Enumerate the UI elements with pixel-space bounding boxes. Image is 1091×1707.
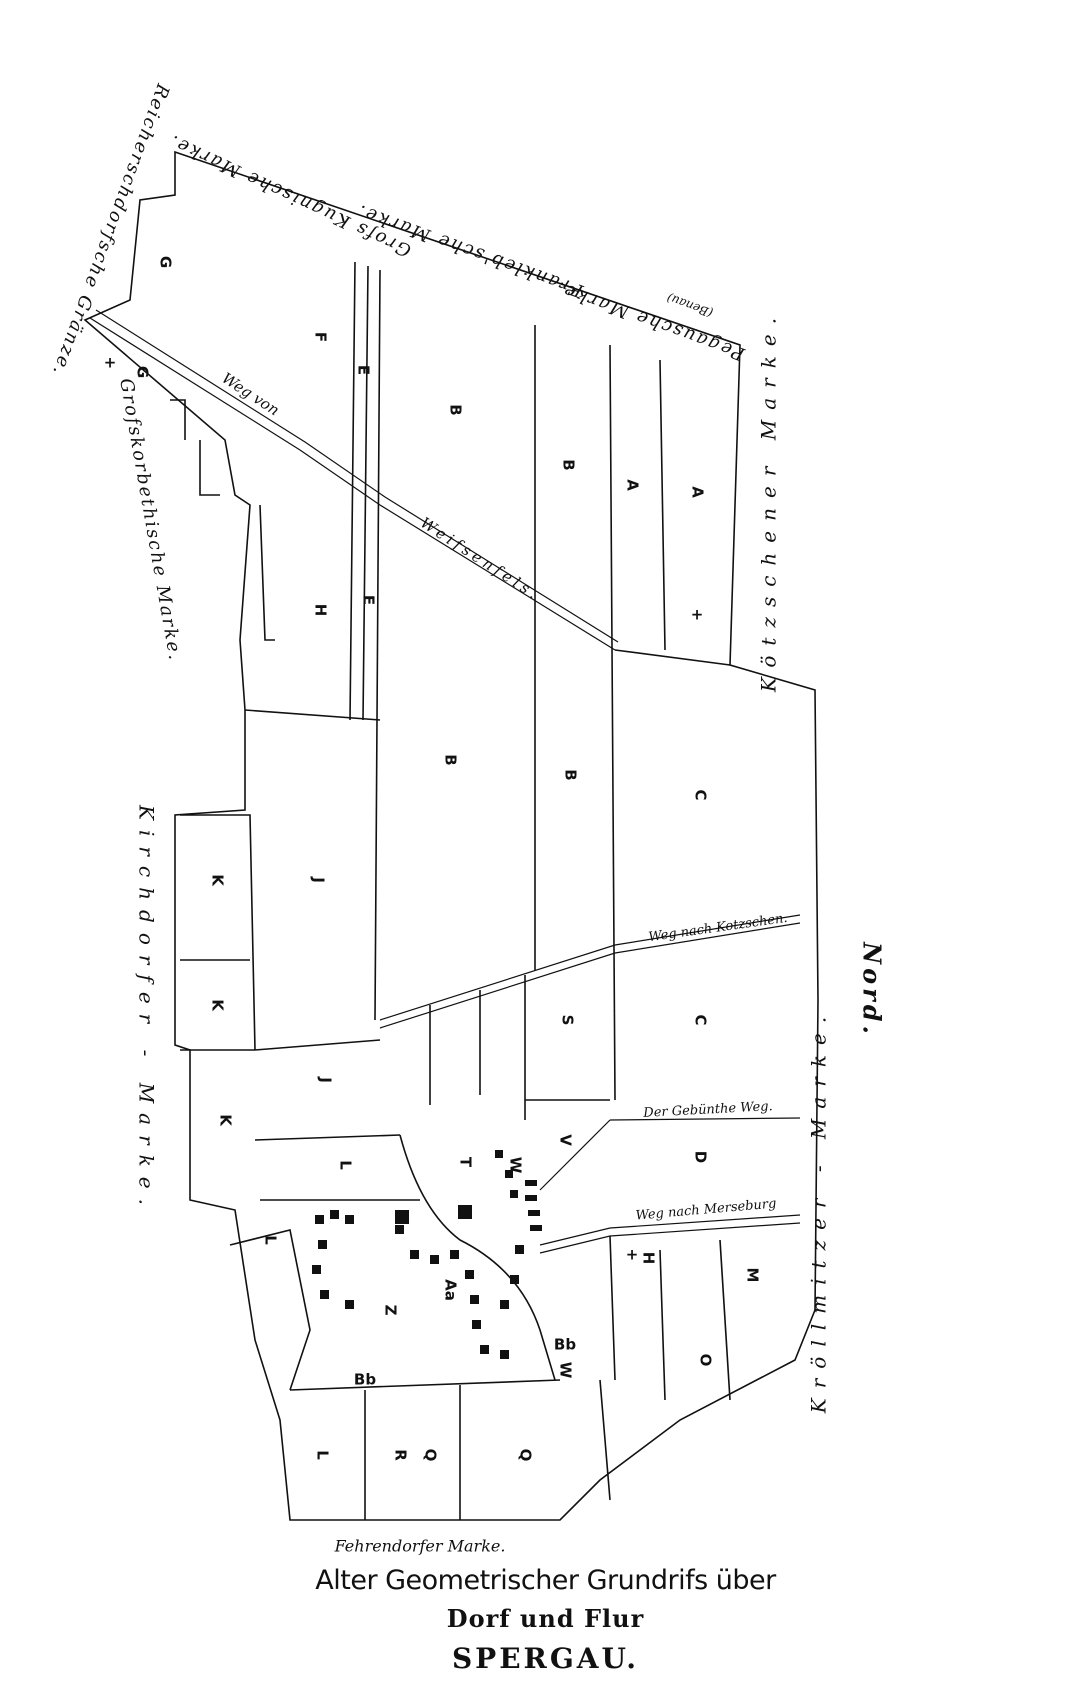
parcel-a1: A xyxy=(624,479,642,491)
neighbour-pegau: Pegausche Marke. xyxy=(552,276,748,365)
parcel-w1: W xyxy=(507,1157,525,1174)
north-label: Nord. xyxy=(858,941,887,1038)
parcel-c2: C xyxy=(692,1014,710,1025)
neighbour-kotzschen: Kötzschener Marke. xyxy=(757,308,781,693)
road-gebunde: Der Gebünthe Weg. xyxy=(642,1099,773,1121)
cross-symbols: + + + xyxy=(104,354,704,1264)
parcel-l3: L xyxy=(314,1450,332,1460)
neighbour-reichersdorf: Reicherschdorfsche Gränze. xyxy=(48,80,174,379)
title-line-3: SPERGAU. xyxy=(451,1642,640,1675)
parcel-k1: K xyxy=(209,874,227,887)
village-houses xyxy=(312,1150,542,1359)
parcel-b4: B xyxy=(562,769,580,780)
parcel-h1: H xyxy=(312,604,330,617)
parcel-h2: H xyxy=(640,1252,658,1265)
neighbour-kollmitz: Kröllmitzer - Marke. xyxy=(807,1007,831,1414)
parcel-q1: Q xyxy=(422,1449,440,1462)
cross-2: + xyxy=(691,606,704,624)
parcel-l1: L xyxy=(337,1160,355,1170)
parcel-s: S xyxy=(559,1015,577,1026)
neighbour-kirchdorf: Kirchdorfer - Marke. xyxy=(135,804,159,1215)
parcel-k3: K xyxy=(217,1114,235,1127)
neighbour-pegau-note: (Benau) xyxy=(665,291,715,321)
parcel-b2: B xyxy=(560,459,578,470)
parcel-g1: G xyxy=(157,256,175,268)
parcel-boundaries xyxy=(83,150,819,1521)
parcel-labels: G G F E E H B B B B A A C C D J J K K K … xyxy=(134,256,762,1462)
parcel-q2: Q xyxy=(517,1449,535,1462)
parcel-f: F xyxy=(312,332,330,342)
parcel-e2: E xyxy=(360,595,378,605)
parcel-j1: J xyxy=(310,876,328,883)
cross-1: + xyxy=(104,354,117,372)
parcel-w2: W xyxy=(557,1362,575,1379)
neighbour-fehrendorf: Fehrendorfer Marke. xyxy=(334,1537,506,1556)
parcel-b1: B xyxy=(447,404,465,415)
parcel-bb2: Bb xyxy=(554,1336,576,1354)
neighbour-grosskorbetha: Grofskorbethische Marke. xyxy=(115,377,186,663)
road-merseburg: Weg nach Merseburg xyxy=(635,1196,777,1223)
parcel-d: D xyxy=(692,1151,710,1163)
parcel-b3: B xyxy=(442,754,460,765)
parcel-t: T xyxy=(457,1157,475,1168)
parcel-a2: A xyxy=(689,486,707,498)
outer-boundary xyxy=(83,150,819,1521)
parcel-v: V xyxy=(557,1134,575,1146)
parcel-e1: E xyxy=(355,365,373,375)
parcel-j2: J xyxy=(317,1076,335,1083)
parcel-g2: G xyxy=(134,366,152,378)
parcel-c1: C xyxy=(692,789,710,800)
road-weissenfels-2: Weifsenfels. xyxy=(417,514,544,605)
parcel-k2: K xyxy=(209,999,227,1012)
parcel-m: M xyxy=(744,1268,762,1283)
parcel-r: R xyxy=(392,1449,410,1461)
neighbour-grosskugel: Grofs Kugnische Marke. xyxy=(165,130,414,261)
neighbour-labels: Reicherschdorfsche Gränze. Grofs Kugnisc… xyxy=(48,80,887,1555)
parcel-aa: Aa xyxy=(442,1279,460,1301)
parcel-l2: L xyxy=(262,1235,280,1245)
parcel-z: Z xyxy=(382,1305,400,1316)
cross-3: + xyxy=(626,1246,639,1264)
title-line-2: Dorf und Flur xyxy=(446,1604,645,1633)
parcel-bb1: Bb xyxy=(354,1371,376,1389)
title-line-1: Alter Geometrischer Grundrifs über xyxy=(315,1565,776,1596)
road-kotzschen: Weg nach Kotzschen. xyxy=(648,911,789,945)
parcel-o: O xyxy=(697,1354,715,1367)
